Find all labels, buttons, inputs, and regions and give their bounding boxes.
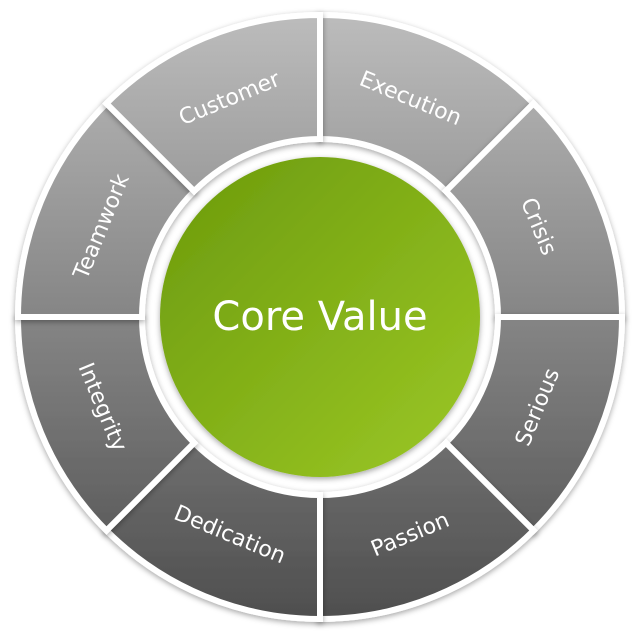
segment-ring: ExecutionCrisisSeriousPassionDedicationI… [14,11,626,623]
core-circle [160,157,480,477]
segment-customer [102,11,323,196]
core-value-label: Core Value [212,294,427,340]
